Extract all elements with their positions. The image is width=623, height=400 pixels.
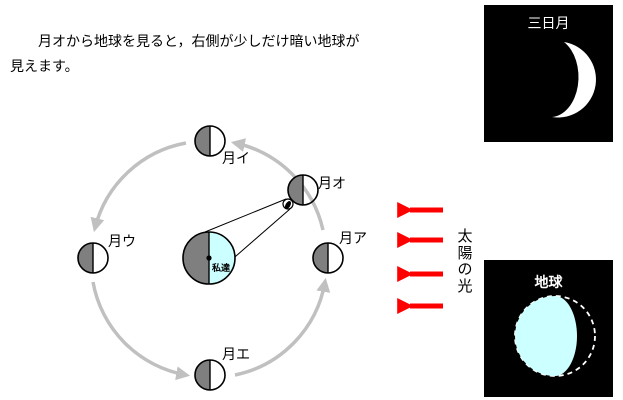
earth: 私達 <box>182 231 236 285</box>
sunlight-char: の <box>457 260 473 278</box>
earth-label: 私達 <box>211 262 230 274</box>
sunlight-char: 陽 <box>457 243 473 262</box>
moon-u-label: 月ウ <box>108 234 136 250</box>
moon-a-label: 月ア <box>339 231 367 247</box>
description-line-1: 月オから地球を見ると，右側が少しだけ暗い地球が <box>38 34 360 50</box>
moon-o-label: 月オ <box>318 176 346 192</box>
observer-figure <box>282 198 294 210</box>
sunlight-arrows <box>397 201 443 315</box>
sunlight-char: 光 <box>457 276 473 295</box>
orbit-arc-i-to-u <box>90 141 187 233</box>
earth-view-icon <box>514 295 596 377</box>
moon-i: 月イ <box>194 125 250 167</box>
earth-panel-title: 地球 <box>534 275 563 291</box>
observer-dot <box>206 255 212 261</box>
moon-e-label: 月エ <box>222 347 250 363</box>
moon-a: 月ア <box>312 231 367 274</box>
orbit-arrows <box>90 138 331 381</box>
orbit-arc-a-to-i <box>230 138 325 231</box>
moon-i-label: 月イ <box>222 151 250 167</box>
crescent-moon-panel: 三日月 <box>484 5 613 142</box>
orbit-arc-e-to-a <box>234 277 331 377</box>
sunlight-char: 太 <box>457 227 473 245</box>
crescent-moon-icon <box>552 42 596 118</box>
orbit-arc-u-to-e <box>91 281 191 381</box>
crescent-panel-title: 三日月 <box>527 16 570 32</box>
description-line-2: 見えます。 <box>10 59 79 75</box>
moon-u: 月ウ <box>77 234 136 274</box>
moon-o: 月オ <box>287 174 346 206</box>
moon-e: 月エ <box>194 347 250 391</box>
earth-view-panel: 地球 <box>484 260 613 397</box>
description-paragraph: 月オから地球を見ると，右側が少しだけ暗い地球が 見えます。 <box>10 30 430 80</box>
sunlight-label: 太 陽 の 光 <box>455 228 475 294</box>
